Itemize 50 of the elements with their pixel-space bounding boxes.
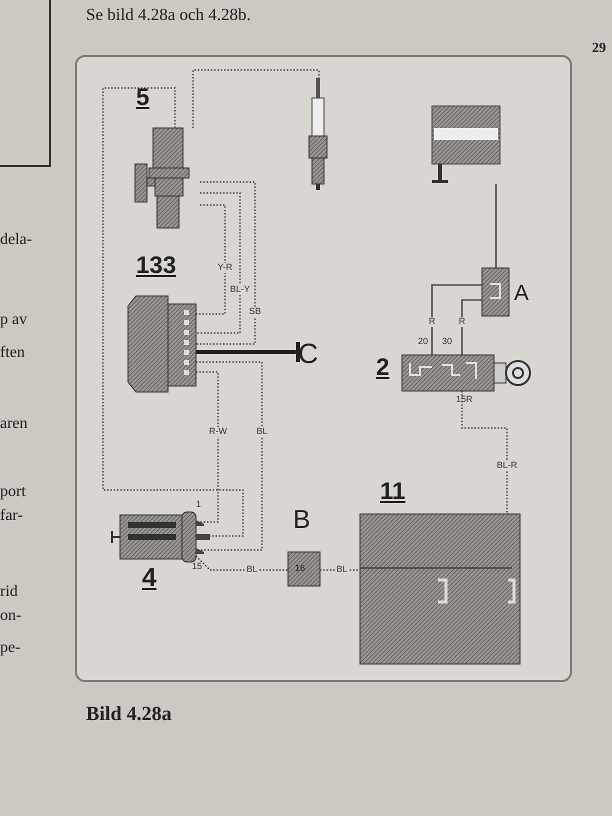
pin-number: 16 [295, 564, 306, 573]
body-text: p av [0, 312, 28, 328]
wire [461, 391, 508, 514]
wire [196, 192, 241, 334]
part-number: B [293, 506, 310, 532]
wire-color-label: BL-Y [229, 285, 251, 295]
part-letter: C [298, 340, 318, 368]
wire [196, 204, 226, 315]
wire-color-label: BL-R [496, 461, 518, 471]
part-number: 4 [142, 564, 156, 590]
wire [196, 371, 219, 523]
part-number: A [514, 282, 529, 304]
wire [102, 87, 244, 537]
pin-number: 15R [456, 395, 473, 404]
wire [192, 69, 320, 128]
body-text: dela- [0, 232, 32, 248]
body-text: aren [0, 416, 28, 432]
pin-number: 1 [196, 500, 202, 509]
body-text: port [0, 484, 26, 500]
pin-number: 15 [192, 562, 202, 571]
body-text: Se bild 4.28a och 4.28b. [86, 6, 251, 23]
body-text: on- [0, 608, 22, 624]
wire [431, 284, 482, 355]
wire-color-label: BL [246, 565, 258, 575]
wire [495, 184, 497, 268]
wire [196, 556, 288, 571]
wire-color-label: SB [248, 307, 262, 317]
wire [461, 299, 482, 355]
page-number: 29 [592, 42, 606, 56]
wire [196, 361, 263, 551]
wire-color-label: R [428, 317, 436, 327]
pin-number: 20 [418, 337, 428, 346]
body-text: ften [0, 345, 25, 361]
part-number: 133 [136, 254, 176, 278]
part-number: 11 [380, 480, 406, 504]
wire [320, 569, 360, 571]
body-text: pe- [0, 640, 20, 656]
wire-color-label: BL [256, 427, 268, 437]
part-number: 5 [136, 86, 150, 110]
wire [196, 181, 256, 345]
body-text: rid [0, 584, 18, 600]
wire-color-label: BL [336, 565, 348, 575]
wire-color-label: Y-R [216, 263, 234, 273]
figure-caption: Bild 4.28a [86, 704, 172, 724]
pin-number: 30 [442, 337, 452, 346]
wire-color-label: R-W [208, 427, 228, 437]
part-number: 2 [376, 356, 390, 380]
body-text: far- [0, 508, 23, 524]
wire-color-label: R [458, 317, 466, 327]
wire [196, 342, 300, 362]
